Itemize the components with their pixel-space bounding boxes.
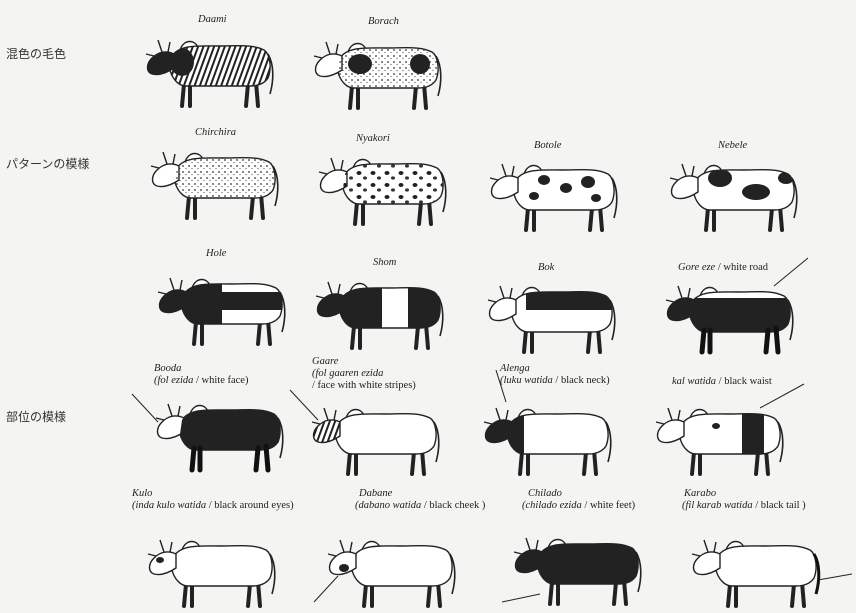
cow-name-alenga: Alenga: [500, 363, 610, 375]
cow-illustration-gore-eze: [660, 274, 800, 354]
cow-local-karabo: (fil karab watida: [682, 500, 753, 511]
cow-illustration-shom: [310, 270, 450, 350]
cow-illustration-alenga: [478, 396, 618, 476]
cow-name-hole: Hole: [206, 248, 226, 260]
row-label-part: 部位の模様: [6, 408, 66, 425]
cow-local-kulo: (inda kulo watida: [132, 500, 206, 511]
cow-name-kal-watida: kal watida: [672, 376, 716, 387]
cow-name-nyakori: Nyakori: [356, 133, 390, 145]
cow-caption-kal-watida: kal watida / black waist: [672, 376, 772, 388]
cow-gloss-chilado: / white feet): [582, 500, 635, 511]
cow-illustration-chirchira: [145, 140, 285, 220]
cow-name-gaare: Gaare: [312, 356, 416, 368]
cow-name-chilado: Chilado: [522, 488, 635, 500]
cow-illustration-chilado: [508, 526, 648, 606]
cow-local-chilado: (chilado ezida: [522, 500, 582, 511]
cow-local-dabane: (dabano watida: [355, 500, 421, 511]
cow-name-daami: Daami: [198, 14, 227, 26]
cow-illustration-nebele: [664, 152, 804, 232]
cow-illustration-booda: [150, 392, 290, 472]
cow-gloss-alenga: / black neck): [553, 375, 610, 386]
cow-caption-chilado: Chilado (chilado ezida / white feet): [522, 488, 635, 512]
cow-gloss-karabo: / black tail ): [753, 500, 806, 511]
cow-illustration-nyakori: [313, 146, 453, 226]
cow-name-booda: Booda: [154, 363, 248, 375]
cow-gloss-kal-watida: / black waist: [716, 376, 772, 387]
cow-illustration-bok: [482, 274, 622, 354]
cow-illustration-hole: [152, 266, 292, 346]
cow-caption-gaare: Gaare (fol gaaren ezida / face with whit…: [312, 356, 416, 392]
cow-gloss-gaare: / face with white stripes): [312, 380, 416, 392]
cow-name-nebele: Nebele: [718, 140, 747, 152]
cow-illustration-kulo: [142, 528, 282, 608]
cow-name-gore-eze: Gore eze: [678, 262, 715, 273]
cow-illustration-kal-watida: [650, 396, 790, 476]
cow-local-gaare: (fol gaaren ezida: [312, 368, 416, 380]
cow-name-borach: Borach: [368, 16, 399, 28]
cow-name-karabo: Karabo: [682, 488, 806, 500]
cow-gloss-booda: / white face): [193, 375, 248, 386]
cow-caption-gore-eze: Gore eze / white road: [678, 262, 768, 274]
cow-name-dabane: Dabane: [355, 488, 485, 500]
row-label-pattern: パターンの模様: [6, 155, 89, 172]
cow-gloss-kulo: / black around eyes): [206, 500, 293, 511]
cow-gloss-dabane: / black cheek ): [421, 500, 485, 511]
cow-name-chirchira: Chirchira: [195, 127, 236, 139]
cow-illustration-daami: [140, 28, 280, 108]
cow-local-alenga: (luku watida: [500, 375, 553, 386]
cow-caption-dabane: Dabane (dabano watida / black cheek ): [355, 488, 485, 512]
cow-name-kulo: Kulo: [132, 488, 294, 500]
cow-name-shom: Shom: [373, 257, 396, 269]
cow-illustration-gaare: [306, 396, 446, 476]
cow-illustration-dabane: [322, 528, 462, 608]
cow-caption-booda: Booda (fol ezida / white face): [154, 363, 248, 387]
cow-caption-kulo: Kulo (inda kulo watida / black around ey…: [132, 488, 294, 512]
cow-caption-karabo: Karabo (fil karab watida / black tail ): [682, 488, 806, 512]
cow-caption-alenga: Alenga (luku watida / black neck): [500, 363, 610, 387]
cow-name-botole: Botole: [534, 140, 561, 152]
cow-illustration-botole: [484, 152, 624, 232]
cow-local-booda: (fol ezida: [154, 375, 193, 386]
cow-illustration-borach: [308, 30, 448, 110]
cow-name-bok: Bok: [538, 262, 554, 274]
row-label-mixed: 混色の毛色: [6, 45, 66, 62]
cow-illustration-karabo: [686, 528, 826, 608]
cow-gloss-gore-eze: / white road: [715, 262, 768, 273]
